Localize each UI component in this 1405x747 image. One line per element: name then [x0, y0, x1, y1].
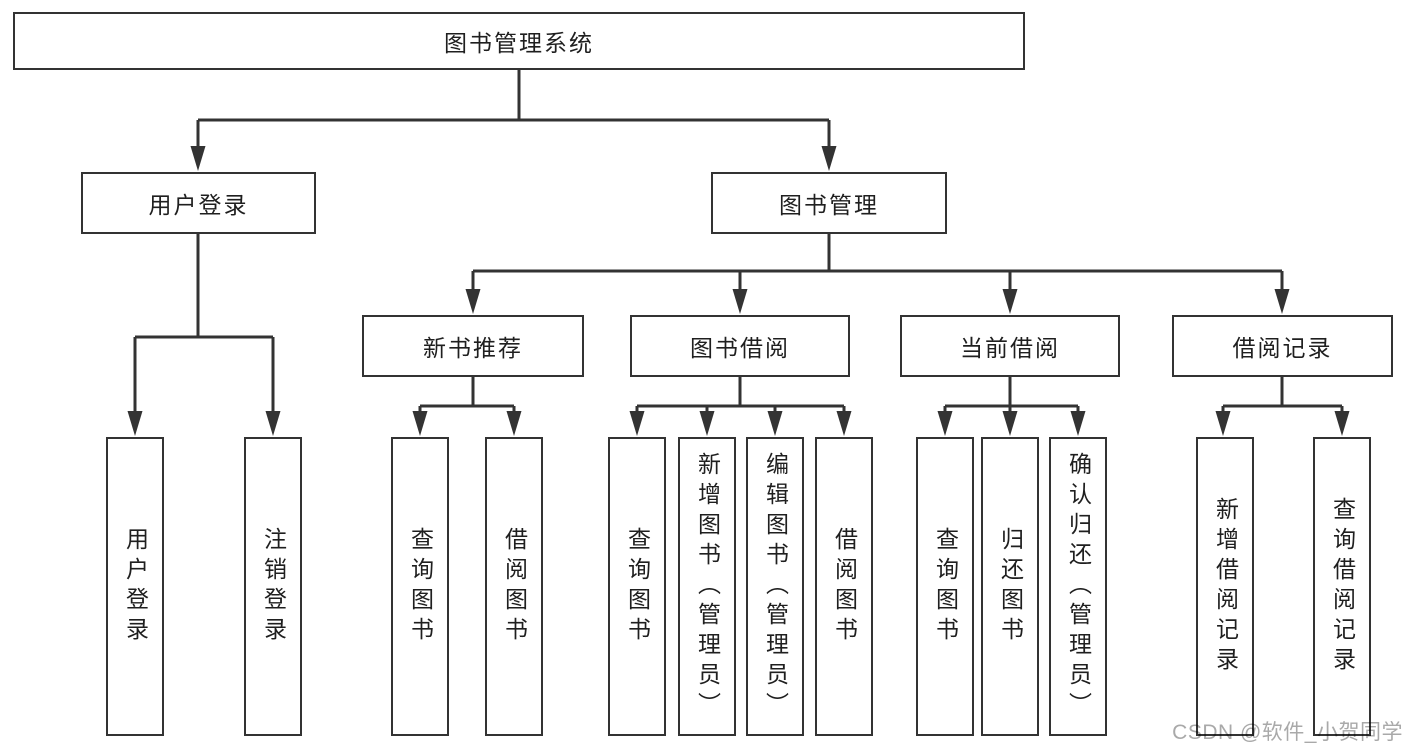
leaf-query-books-recommend: 查询图书: [391, 437, 449, 736]
leaf-query-books-borrowing: 查询图书: [608, 437, 666, 736]
connector-root: [196, 70, 831, 148]
arrow-down-icon: [1274, 289, 1290, 314]
node-root: 图书管理系统: [13, 12, 1025, 70]
leaf-user-login: 用户登录: [106, 437, 164, 736]
node-current-borrowing: 当前借阅: [900, 315, 1120, 377]
node-book-mgmt-label: 图书管理: [779, 192, 879, 218]
leaf-return-books-label: 归还图书: [997, 526, 1024, 647]
leaf-add-books-admin: 新增图书（管理员）: [678, 437, 736, 736]
arrow-down-icon: [1215, 411, 1231, 436]
arrow-down-icon: [1070, 411, 1086, 436]
leaf-borrow-books-borrowing: 借阅图书: [815, 437, 873, 736]
arrow-down-icon: [1334, 411, 1350, 436]
node-borrow-records-label: 借阅记录: [1232, 335, 1333, 361]
leaf-query-books-current: 查询图书: [916, 437, 974, 736]
arrow-down-icon: [127, 411, 143, 436]
connector-borrow-records: [1221, 377, 1344, 413]
arrow-down-icon: [821, 146, 837, 171]
node-current-borrowing-label: 当前借阅: [960, 335, 1060, 361]
node-user-login-label: 用户登录: [148, 192, 249, 218]
connector-user-login: [133, 234, 275, 413]
connector-current-borrowing: [943, 377, 1080, 413]
leaf-confirm-return-admin: 确认归还（管理员）: [1049, 437, 1107, 736]
arrow-down-icon: [937, 411, 953, 436]
leaf-query-books-borrowing-label: 查询图书: [624, 526, 651, 647]
watermark: CSDN @软件_小贺同学: [1172, 721, 1403, 744]
leaf-logout: 注销登录: [244, 437, 302, 736]
leaf-query-books-current-label: 查询图书: [932, 526, 959, 647]
connector-new-book-recommend: [418, 377, 516, 413]
arrow-down-icon: [506, 411, 522, 436]
leaf-borrow-books-recommend: 借阅图书: [485, 437, 543, 736]
leaf-query-borrow-record: 查询借阅记录: [1313, 437, 1371, 736]
node-root-label: 图书管理系统: [444, 30, 594, 56]
arrow-down-icon: [732, 289, 748, 314]
leaf-query-books-recommend-label: 查询图书: [407, 526, 434, 647]
arrow-down-icon: [190, 146, 206, 171]
connector-book-mgmt: [471, 234, 1284, 291]
leaf-borrow-books-recommend-label: 借阅图书: [501, 526, 528, 647]
leaf-borrow-books-borrowing-label: 借阅图书: [831, 526, 858, 647]
node-book-mgmt: 图书管理: [711, 172, 947, 234]
leaf-edit-books-admin: 编辑图书（管理员）: [746, 437, 804, 736]
arrow-down-icon: [629, 411, 645, 436]
arrow-down-icon: [265, 411, 281, 436]
arrow-down-icon: [699, 411, 715, 436]
arrow-down-icon: [1002, 411, 1018, 436]
leaf-user-login-label: 用户登录: [122, 526, 149, 647]
connector-arrowheads: [127, 146, 1350, 436]
node-user-login: 用户登录: [81, 172, 316, 234]
leaf-logout-label: 注销登录: [260, 526, 287, 647]
node-new-book-recommend-label: 新书推荐: [423, 335, 523, 361]
arrow-down-icon: [1002, 289, 1018, 314]
leaf-add-borrow-record: 新增借阅记录: [1196, 437, 1254, 736]
node-book-borrowing: 图书借阅: [630, 315, 850, 377]
leaf-add-borrow-record-label: 新增借阅记录: [1212, 496, 1239, 677]
arrow-down-icon: [836, 411, 852, 436]
node-new-book-recommend: 新书推荐: [362, 315, 584, 377]
leaf-edit-books-admin-label: 编辑图书（管理员）: [762, 451, 789, 722]
leaf-confirm-return-admin-label: 确认归还（管理员）: [1065, 451, 1092, 722]
connector-trunks: [133, 70, 1344, 413]
node-borrow-records: 借阅记录: [1172, 315, 1393, 377]
leaf-query-borrow-record-label: 查询借阅记录: [1329, 496, 1356, 677]
leaf-return-books: 归还图书: [981, 437, 1039, 736]
arrow-down-icon: [767, 411, 783, 436]
node-book-borrowing-label: 图书借阅: [690, 335, 790, 361]
connector-book-borrowing: [635, 377, 846, 413]
leaf-add-books-admin-label: 新增图书（管理员）: [694, 451, 721, 722]
arrow-down-icon: [465, 289, 481, 314]
arrow-down-icon: [412, 411, 428, 436]
